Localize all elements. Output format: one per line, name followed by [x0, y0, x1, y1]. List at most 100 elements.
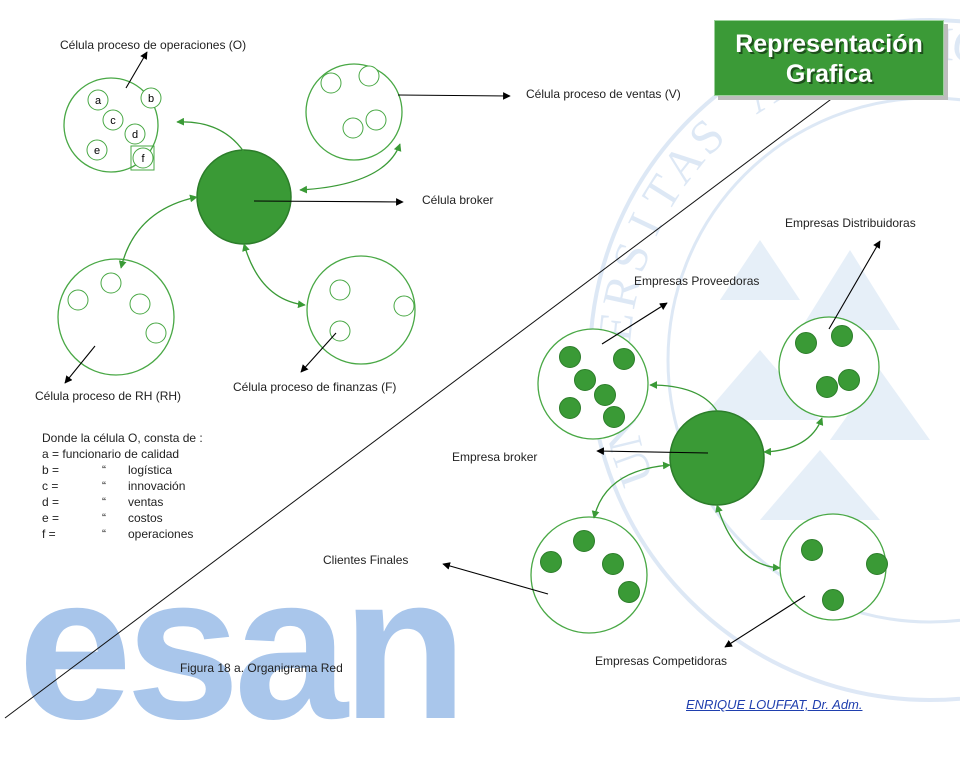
legend-key: a = [42, 447, 60, 461]
legend: Donde la célula O, consta de : a = funci… [42, 430, 203, 542]
svg-text:c: c [110, 115, 116, 127]
legend-row: d = “ ventas [42, 494, 203, 510]
label-rh: Célula proceso de RH (RH) [35, 389, 182, 403]
sub-circle [129, 293, 151, 315]
company-node [574, 369, 596, 391]
label-clientes: Clientes Finales [323, 553, 409, 567]
company-node [816, 376, 838, 398]
sub-circle [145, 322, 167, 344]
legend-value: ventas [128, 495, 164, 509]
arrow-proveedoras-label [601, 302, 668, 345]
legend-ditto: “ [102, 463, 106, 477]
legend-row: c =“innovación [42, 478, 203, 494]
company-broker [669, 410, 765, 506]
company-node [559, 346, 581, 368]
seal-tree-shape [700, 240, 930, 520]
sub-circle [100, 272, 122, 294]
legend-key: d = [42, 495, 60, 509]
label-distribuidoras: Empresas Distribuidoras [785, 216, 916, 230]
legend-row: e = “ costos [42, 510, 203, 526]
label-finanzas: Célula proceso de finanzas (F) [233, 380, 397, 394]
cell-broker [196, 149, 292, 245]
sub-cell-b: b [140, 87, 162, 109]
legend-ditto: “ [102, 511, 106, 525]
connector-broker-finanzas [242, 243, 306, 309]
seal-letter: S [602, 236, 661, 279]
company-node [822, 589, 844, 611]
cell-ventas [305, 63, 403, 161]
svg-text:e: e [94, 145, 100, 157]
legend-row: f = “ operaciones [42, 526, 203, 542]
sub-circle [365, 109, 387, 131]
company-node [594, 384, 616, 406]
legend-value: costos [128, 511, 163, 525]
legend-row: b = “ logística [42, 462, 203, 478]
company-node [618, 581, 640, 603]
arrow-competidoras-label [724, 595, 806, 648]
label-proveedoras: Empresas Proveedoras [634, 274, 760, 288]
label-broker: Célula broker [422, 193, 494, 207]
connector-broker-clientes [591, 461, 671, 519]
company-node [838, 369, 860, 391]
sub-circle [393, 295, 415, 317]
arrow-rh-label [64, 345, 96, 384]
legend-row: a = funcionario de calidad [42, 446, 203, 462]
legend-value: logística [128, 463, 173, 477]
legend-ditto: “ [102, 495, 106, 509]
company-node [573, 530, 595, 552]
company-node [795, 332, 817, 354]
sub-circle [67, 289, 89, 311]
sub-cell-d: d [124, 123, 146, 145]
sub-circle [320, 72, 342, 94]
company-node [866, 553, 888, 575]
legend-value: innovación [128, 479, 186, 493]
arrow-finanzas-label [300, 332, 337, 373]
company-node [831, 325, 853, 347]
arrow-ventas-label [397, 92, 511, 100]
connector-broker-rh [118, 194, 198, 269]
company-node [613, 348, 635, 370]
esan-watermark: esan [18, 533, 467, 762]
company-group-clientes [530, 516, 648, 634]
sub-circle [329, 279, 351, 301]
sub-cell-a: a [87, 89, 109, 111]
arrow-clientes-label [442, 562, 549, 595]
legend-ditto: “ [102, 527, 106, 541]
svg-text:f: f [141, 153, 145, 165]
connector-broker-proveedoras [649, 381, 718, 412]
connector-broker-competidoras [715, 504, 781, 572]
connector-broker-ventas [299, 143, 402, 194]
network-diagram-svg: UNIVERSITASAMA•MCML a b c d e [4, 18, 960, 719]
legend-key: e = [42, 511, 60, 525]
label-empresa-broker: Empresa broker [452, 450, 538, 464]
sub-circle [358, 65, 380, 87]
company-group-distribuidoras [778, 316, 880, 418]
university-seal-watermark: UNIVERSITASAMA•MCML [588, 18, 960, 702]
arrow-operaciones-label [125, 51, 148, 89]
legend-key: f = [42, 527, 56, 541]
sub-circle [342, 117, 364, 139]
connector-broker-distribuidoras [763, 417, 824, 456]
title-line-2: Grafica [785, 60, 873, 88]
connector-broker-operaciones [176, 117, 245, 153]
company-node [559, 397, 581, 419]
cell-rh [57, 258, 175, 376]
company-node [603, 406, 625, 428]
sub-cell-f: f [130, 145, 155, 171]
svg-text:a: a [95, 95, 102, 107]
legend-key: c = [42, 479, 59, 493]
company-node [801, 539, 823, 561]
sub-cell-e: e [86, 139, 108, 161]
sub-cell-c: c [102, 109, 124, 131]
legend-value: operaciones [128, 527, 194, 541]
svg-text:d: d [132, 129, 138, 141]
arrow-distribuidoras-label [828, 240, 881, 330]
label-competidoras: Empresas Competidoras [595, 654, 728, 668]
diagonal-divider [4, 93, 839, 719]
legend-key: b = [42, 463, 60, 477]
company-node [602, 553, 624, 575]
label-operaciones: Célula proceso de operaciones (O) [60, 38, 247, 52]
sub-circle [329, 320, 351, 342]
arrow-broker-label [253, 198, 404, 206]
figure-caption: Figura 18 a. Organigrama Red [180, 661, 343, 675]
